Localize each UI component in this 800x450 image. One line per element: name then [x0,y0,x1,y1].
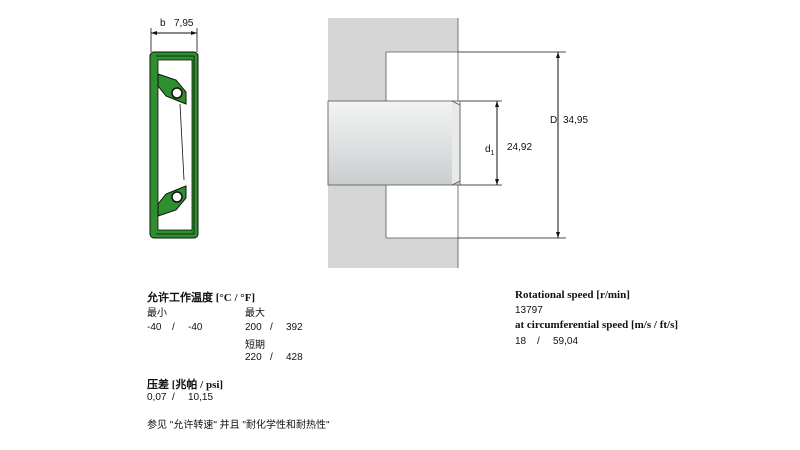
circ-speed-sep: / [537,336,540,347]
temp-short-c: 220 [245,352,262,363]
speed-rpm: 13797 [515,305,543,316]
circ-speed-ms: 18 [515,336,527,347]
temperature-heading: 允许工作温度 [°C / °F] [147,292,256,304]
D-label: D [550,115,557,126]
temp-short-sep: / [270,352,273,363]
temp-max-sep: / [270,322,273,333]
shaft [327,100,461,186]
pressure-sep: / [172,392,175,403]
temp-max-f: 392 [286,322,303,333]
pressure-heading: 压差 [兆帕 / psi] [147,379,224,391]
D-value: 34,95 [563,115,588,126]
temp-min-c: -40 [147,322,162,333]
circ-speed-fts: 59,04 [553,336,579,347]
temp-short-f: 428 [286,352,303,363]
garter-spring-upper [171,87,183,99]
temp-max-c: 200 [245,322,262,333]
temp-min-f: -40 [188,322,203,333]
d1-value: 24,92 [507,142,532,153]
footnote-link[interactable]: 参见 "允许转速" 并且 "耐化学性和耐热性" [147,420,330,431]
circ-speed-heading: at circumferential speed [m/s / ft/s] [515,319,679,331]
b-label: b [160,18,166,29]
installation-drawing: d1 24,92 D 34,95 [327,18,588,268]
speed-heading: Rotational speed [r/min] [515,289,630,301]
b-value: 7,95 [174,18,194,29]
pressure-psi: 10,15 [188,392,214,403]
temp-short-label: 短期 [245,340,265,351]
temp-min-sep: / [172,322,175,333]
temp-max-label: 最大 [245,308,265,319]
temp-min-label: 最小 [147,308,167,319]
d1-label: d1 [485,144,495,157]
pressure-mpa: 0,07 [147,392,167,403]
garter-spring-lower [171,191,183,203]
seal-cross-section: b 7,95 [149,18,199,239]
